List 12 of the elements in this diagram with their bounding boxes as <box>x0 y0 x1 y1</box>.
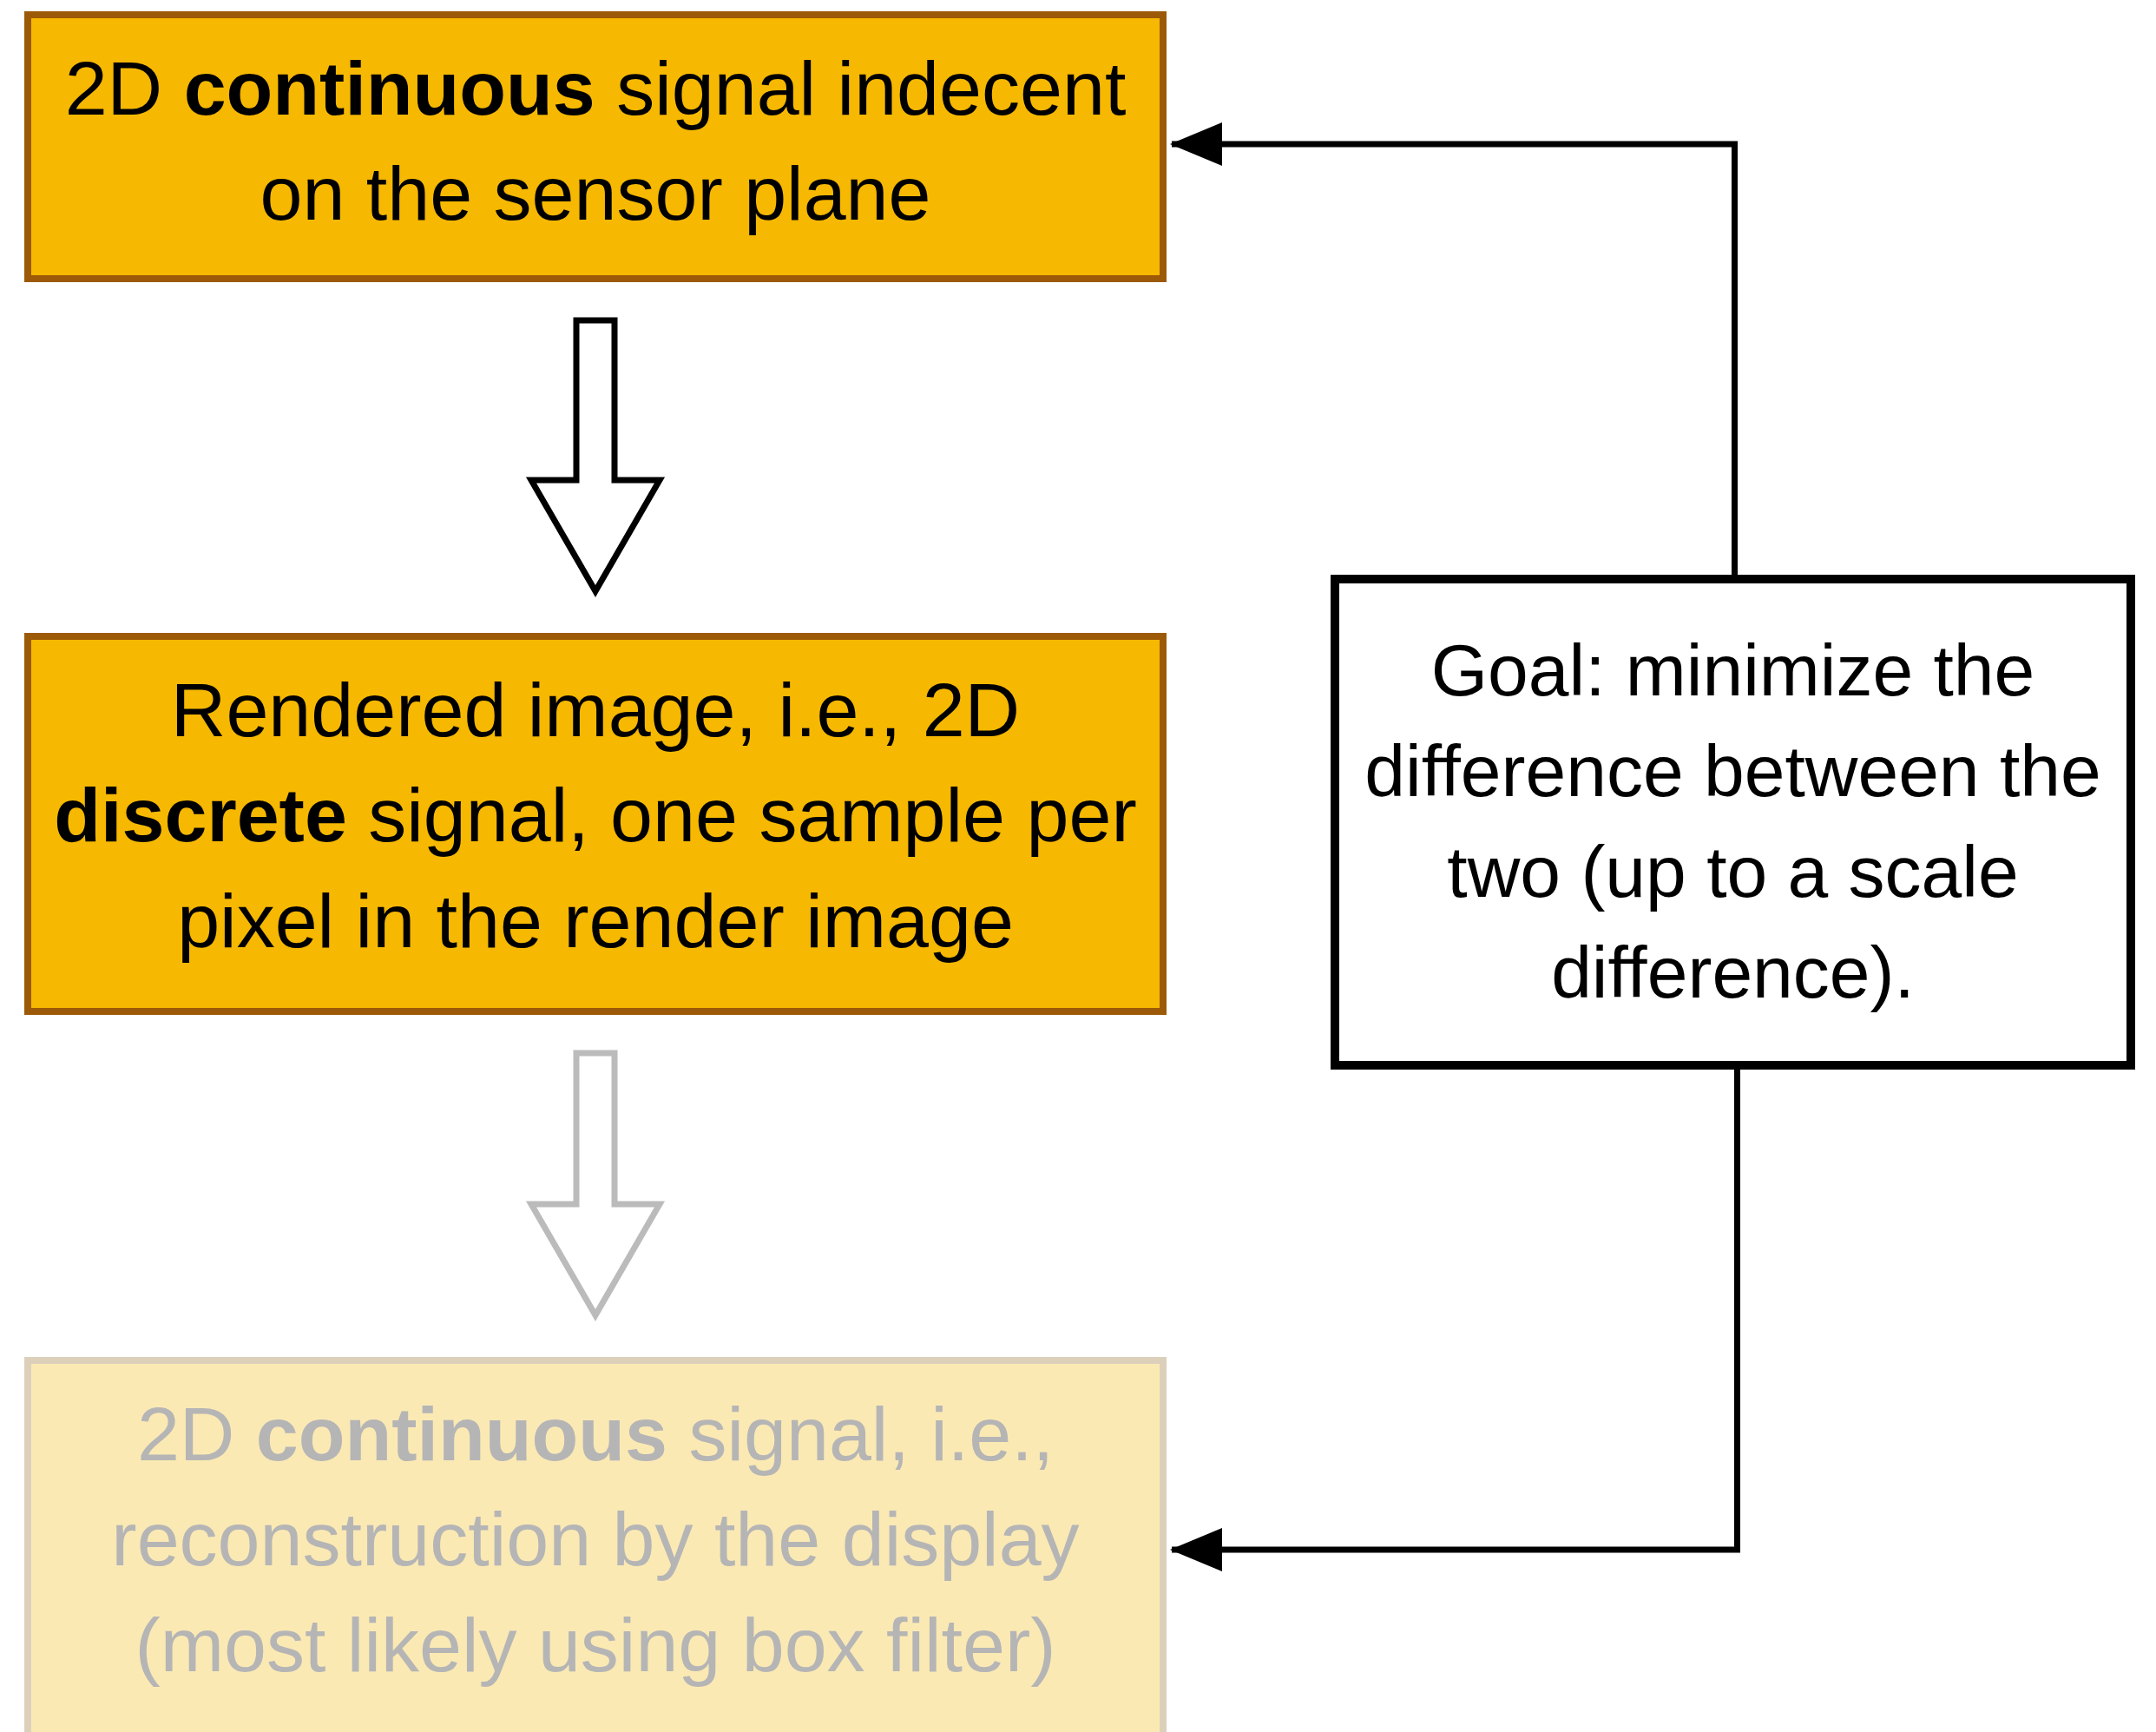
arrow <box>1170 1070 1740 1571</box>
box-text: Goal: minimize the difference between the two (up to a scale difference). <box>1364 629 2102 1015</box>
text-box <box>24 1357 1167 1732</box>
box-text: 2D continuous signal indecent on the sensor plane <box>63 44 1127 239</box>
text-box <box>1331 575 2135 1070</box>
arrow <box>1170 122 1738 575</box>
hollow-arrow <box>525 1050 666 1321</box>
box-text: Rendered image, i.e., 2D discrete signal, one sample per pixel in the render image <box>53 666 1138 965</box>
text-box <box>24 633 1167 1015</box>
text-box <box>24 11 1167 282</box>
box-text: 2D continuous signal, i.e., reconstruction by the display (most likely using box filter) <box>110 1390 1081 1689</box>
hollow-arrow <box>525 317 666 597</box>
